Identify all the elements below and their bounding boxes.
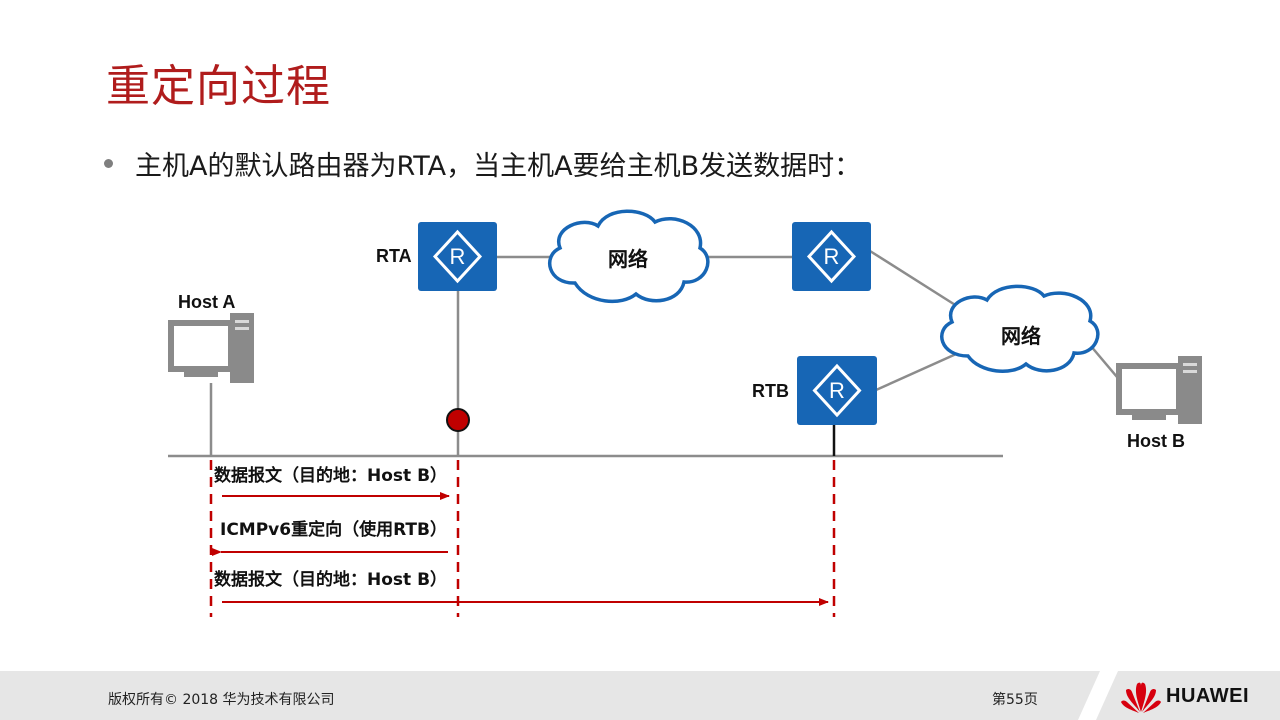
bullet-dot-icon xyxy=(104,159,113,168)
bullet-text: 主机A的默认路由器为RTA，当主机A要给主机B发送数据时： xyxy=(135,151,862,182)
footer-bar xyxy=(0,671,1280,720)
message-1-label: 数据报文（目的地：Host B） xyxy=(214,465,447,486)
network-cloud-icon xyxy=(940,284,1100,373)
router-icon: R xyxy=(792,222,871,291)
svg-text:R: R xyxy=(450,244,466,269)
rta-router-icon: R xyxy=(418,222,497,291)
cloud-1-label: 网络 xyxy=(608,247,648,271)
brand-name: HUAWEI xyxy=(1166,685,1249,707)
cloud-2-label: 网络 xyxy=(1001,324,1041,348)
attachment-point-icon xyxy=(446,408,470,432)
svg-text:R: R xyxy=(829,378,845,403)
page-title: 重定向过程 xyxy=(106,61,331,112)
lifelines xyxy=(209,460,836,617)
copyright-text: 版权所有© 2018 华为技术有限公司 xyxy=(108,692,335,708)
huawei-logo-icon xyxy=(1121,682,1161,713)
host-b-label: Host B xyxy=(1127,431,1185,451)
network-diagram: 网络 网络 R RTA R R RTB Host A xyxy=(168,209,1202,617)
rtb-label: RTB xyxy=(752,381,789,401)
rtb-router-icon: R xyxy=(797,356,877,425)
svg-text:R: R xyxy=(824,244,840,269)
page-number: 第55页 xyxy=(992,692,1038,708)
message-2-label: ICMPv6重定向（使用RTB） xyxy=(220,519,447,540)
host-a-label: Host A xyxy=(178,292,235,312)
host-b-computer-icon xyxy=(1116,356,1202,424)
host-a-computer-icon xyxy=(168,313,254,383)
message-3-label: 数据报文（目的地：Host B） xyxy=(214,569,447,590)
bullet-item: 主机A的默认路由器为RTA，当主机A要给主机B发送数据时： xyxy=(104,144,861,183)
rta-label: RTA xyxy=(376,246,412,266)
network-cloud-icon xyxy=(548,209,710,304)
footer-divider-icon xyxy=(1078,671,1118,720)
